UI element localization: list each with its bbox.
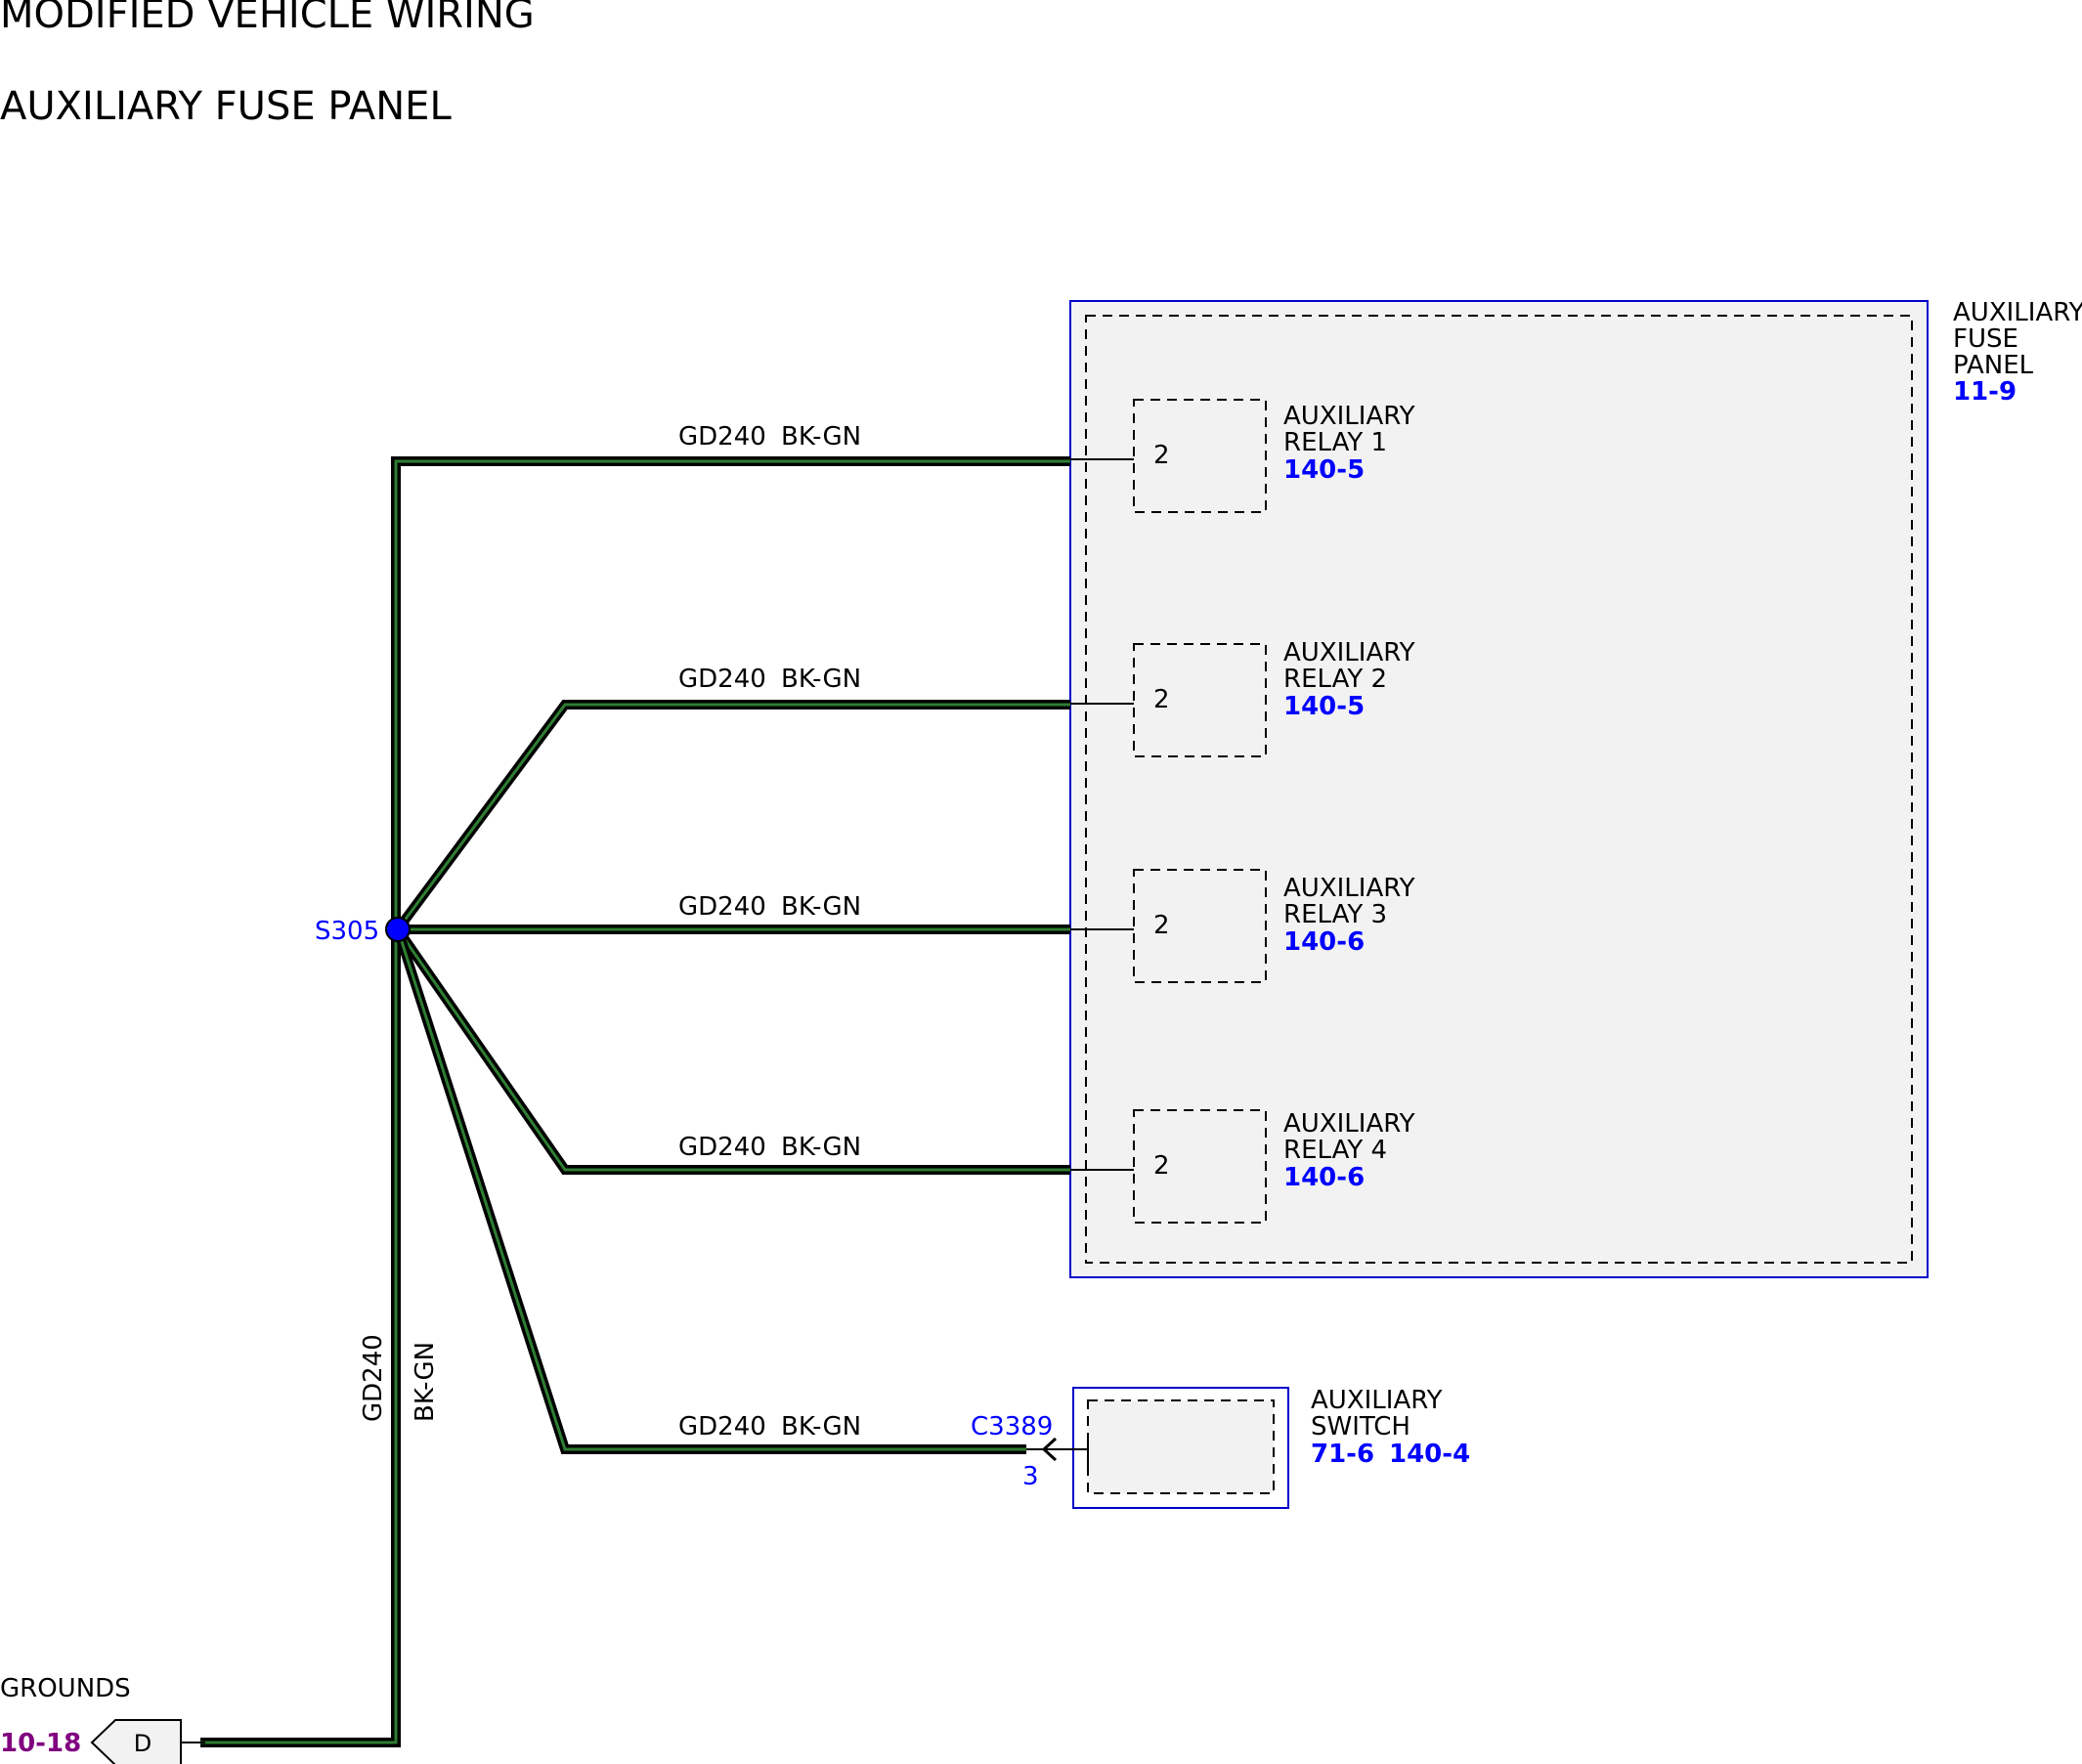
relay-1-name-line-1: AUXILIARY [1283,402,1415,431]
relay-2-ref[interactable]: 140-5 [1283,692,1365,721]
relay-4-pin: 2 [1153,1151,1170,1181]
ground-label: GROUNDS [0,1674,131,1703]
ground-letter: D [134,1730,152,1757]
diagram-title: MODIFIED VEHICLE WIRING [0,0,535,37]
aux-switch-ref-2[interactable]: 140-4 [1389,1440,1470,1469]
splice-dot-icon [385,917,411,942]
connector-c3389-arrow-icon [1041,1437,1058,1462]
fuse-panel-ref[interactable]: 11-9 [1953,377,2017,407]
wire-relay-4[interactable] [393,926,1070,1175]
relay-4-name-line-2: RELAY 4 [1283,1136,1387,1165]
wire-2-color: BK-GN [781,665,861,694]
diagram-subtitle: AUXILIARY FUSE PANEL [0,84,452,129]
relay-3-pin: 2 [1153,911,1170,940]
trunk-wire-circuit: GD240 [359,1334,388,1422]
relay-2-pin: 2 [1153,685,1170,714]
relay-1-ref[interactable]: 140-5 [1283,455,1365,485]
connector-c3389[interactable]: C3389 3 [971,1412,1088,1491]
relay-3-box [1133,869,1267,983]
aux-switch-ref-1[interactable]: 71-6 [1311,1440,1374,1469]
relay-2-box [1133,643,1267,757]
wire-labels: GD240 BK-GN GD240 BK-GN GD240 BK-GN GD24… [359,422,861,1441]
aux-switch-dashed-border [1087,1399,1275,1494]
relay-1-pin: 2 [1153,441,1170,470]
connector-c3389-label[interactable]: C3389 [971,1412,1053,1441]
relay-4-box [1133,1109,1267,1224]
splice-s305[interactable]: S305 [315,917,411,946]
aux-switch-name-line-2: SWITCH [1311,1412,1410,1441]
relay-2[interactable]: 2 AUXILIARY RELAY 2 140-5 [1070,638,1415,757]
fuse-panel-name-line-2: FUSE [1953,324,2018,354]
ground-ref[interactable]: 10-18 [0,1729,81,1758]
wire-relay-2[interactable] [393,700,1070,932]
wire-4-color: BK-GN [781,1133,861,1162]
wire-1-color: BK-GN [781,422,861,452]
relay-4[interactable]: 2 AUXILIARY RELAY 4 140-6 [1070,1109,1415,1224]
relay-1-box [1133,399,1267,513]
wire-trunk[interactable] [200,456,1070,1747]
relay-3[interactable]: 2 AUXILIARY RELAY 3 140-6 [1070,869,1415,983]
fuse-panel-label: AUXILIARY FUSE PANEL 11-9 [1953,298,2082,407]
wire-1-circuit: GD240 [678,422,766,452]
relay-4-ref[interactable]: 140-6 [1283,1163,1365,1192]
wire-2-circuit: GD240 [678,665,766,694]
wire-4-circuit: GD240 [678,1133,766,1162]
aux-switch[interactable]: AUXILIARY SWITCH 71-6 140-4 [1072,1386,1470,1509]
wire-aux-switch[interactable] [393,927,1026,1454]
fuse-panel-name-line-3: PANEL [1953,351,2034,380]
relay-2-name-line-1: AUXILIARY [1283,638,1415,667]
splice-label[interactable]: S305 [315,917,379,946]
fuse-panel-name-line-1: AUXILIARY [1953,298,2082,327]
relay-1-name-line-2: RELAY 1 [1283,428,1387,457]
ground-connector[interactable]: D GROUNDS 10-18 [0,1674,205,1764]
wire-3-circuit: GD240 [678,892,766,922]
aux-switch-name-line-1: AUXILIARY [1311,1386,1443,1415]
relay-4-name-line-1: AUXILIARY [1283,1109,1415,1139]
ground-tag-icon [90,1719,182,1764]
fuse-panel-dashed-border [1085,315,1913,1264]
relay-3-name-line-2: RELAY 3 [1283,900,1387,929]
wire-3-color: BK-GN [781,892,861,922]
wire-5-circuit: GD240 [678,1412,766,1441]
relay-2-name-line-2: RELAY 2 [1283,665,1387,694]
relay-3-name-line-1: AUXILIARY [1283,874,1415,903]
relay-3-ref[interactable]: 140-6 [1283,927,1365,957]
relay-1[interactable]: 2 AUXILIARY RELAY 1 140-5 [1070,399,1415,513]
wire-5-color: BK-GN [781,1412,861,1441]
trunk-wire-color: BK-GN [411,1342,440,1422]
wires [200,456,1070,1747]
connector-c3389-pin: 3 [1022,1462,1039,1491]
